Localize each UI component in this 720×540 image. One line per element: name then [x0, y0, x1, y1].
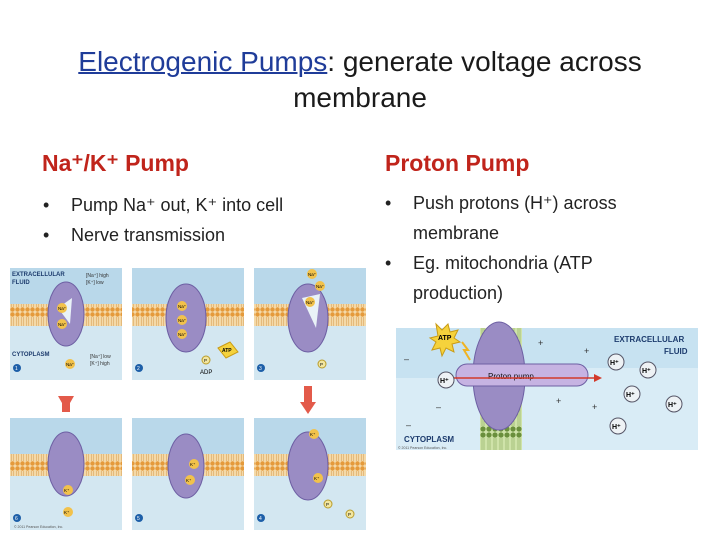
figure-credit: © 2011 Pearson Education, Inc. — [14, 525, 63, 529]
panel-2: Na⁺ Na⁺ Na⁺ ATP P ADP 2 — [132, 268, 244, 380]
extracellular-label: EXTRACELLULAR — [614, 335, 684, 344]
svg-text:–: – — [404, 354, 409, 364]
svg-text:4: 4 — [259, 516, 262, 522]
panel-1: EXTRACELLULAR FLUID [Na⁺] high [K⁺] low … — [10, 268, 122, 380]
svg-text:Na⁺: Na⁺ — [66, 362, 75, 367]
svg-text:Na⁺: Na⁺ — [316, 284, 325, 289]
proton-pump-heading: Proton Pump — [385, 150, 530, 176]
proton-pump-figure: Proton pump ATP EXTRACELLULAR FLUID H⁺ H… — [396, 318, 698, 455]
atp-label: ATP — [222, 348, 232, 354]
svg-text:Na⁺: Na⁺ — [58, 306, 67, 311]
svg-text:+: + — [592, 402, 597, 412]
panel-5: K⁺ K⁺ 5 — [132, 418, 244, 530]
svg-text:K⁺: K⁺ — [314, 476, 320, 481]
svg-text:+: + — [556, 396, 561, 406]
svg-text:H⁺: H⁺ — [642, 368, 651, 375]
proton-flow-arrow-icon — [594, 374, 602, 382]
svg-text:ATP: ATP — [438, 335, 452, 342]
bullet-item: Pump Na⁺ out, K⁺ into cell — [43, 190, 353, 220]
cytoplasm-label: CYTOPLASM — [12, 352, 50, 358]
svg-text:Na⁺: Na⁺ — [58, 322, 67, 327]
title-rest: : generate voltage across — [327, 46, 642, 77]
atp-burst: ATP — [428, 322, 471, 361]
svg-text:P: P — [326, 502, 329, 507]
bullet-item: Eg. mitochondria (ATP production) — [385, 248, 685, 308]
proton-pump-label: Proton pump — [488, 372, 534, 381]
na-k-bullets: Pump Na⁺ out, K⁺ into cell Nerve transmi… — [43, 190, 353, 250]
svg-text:H⁺: H⁺ — [610, 360, 619, 367]
svg-text:H⁺: H⁺ — [668, 402, 677, 409]
na-low-label: [Na⁺] low — [90, 354, 111, 360]
panel-4: K⁺ K⁺ P P 4 — [254, 418, 366, 530]
svg-text:Na⁺: Na⁺ — [178, 332, 187, 337]
bullet-item: Nerve transmission — [43, 220, 353, 250]
svg-text:P: P — [348, 512, 351, 517]
k-low-label: [K⁺] low — [86, 280, 104, 286]
panel-6: K⁺ K⁺ 6 — [10, 418, 122, 530]
svg-text:Na⁺: Na⁺ — [308, 272, 317, 277]
svg-text:K⁺: K⁺ — [64, 488, 70, 493]
slide-title: Electrogenic Pumps: generate voltage acr… — [40, 44, 680, 116]
svg-text:H⁺: H⁺ — [626, 392, 635, 399]
svg-text:+: + — [538, 338, 543, 348]
svg-text:Na⁺: Na⁺ — [178, 304, 187, 309]
svg-text:K⁺: K⁺ — [310, 432, 316, 437]
title-emphasis: Electrogenic Pumps — [78, 46, 328, 77]
svg-text:H⁺: H⁺ — [440, 378, 449, 385]
svg-text:3: 3 — [259, 366, 262, 372]
svg-text:K⁺: K⁺ — [190, 462, 196, 467]
svg-text:+: + — [584, 346, 589, 356]
svg-text:6: 6 — [15, 516, 18, 522]
sodium-potassium-pump-figure: EXTRACELLULAR FLUID [Na⁺] high [K⁺] low … — [10, 268, 366, 535]
svg-text:P: P — [204, 358, 207, 363]
svg-text:K⁺: K⁺ — [186, 478, 192, 483]
fluid-label: FLUID — [664, 347, 688, 356]
svg-text:K⁺: K⁺ — [64, 510, 70, 515]
svg-text:–: – — [406, 420, 411, 430]
cytoplasm-label: CYTOPLASM — [404, 435, 454, 444]
na-k-pump-heading: Na⁺/K⁺ Pump — [42, 150, 189, 176]
figure-credit: © 2011 Pearson Education, Inc. — [398, 446, 447, 450]
svg-text:P: P — [320, 362, 323, 367]
svg-text:–: – — [436, 402, 441, 412]
svg-text:H⁺: H⁺ — [612, 424, 621, 431]
na-high-label: [Na⁺] high — [86, 273, 109, 279]
extracellular-label: EXTRACELLULAR — [12, 272, 65, 278]
adp-label: ADP — [200, 370, 212, 376]
fluid-label: FLUID — [12, 280, 30, 286]
svg-text:Na⁺: Na⁺ — [178, 318, 187, 323]
title-line2: membrane — [293, 82, 427, 113]
bullet-item: Push protons (H⁺) across membrane — [385, 188, 685, 248]
proton-bullets: Push protons (H⁺) across membrane Eg. mi… — [385, 188, 685, 308]
k-high-label: [K⁺] high — [90, 361, 110, 367]
svg-text:5: 5 — [137, 516, 140, 522]
svg-text:1: 1 — [15, 366, 18, 372]
svg-text:2: 2 — [137, 366, 140, 372]
svg-text:Na⁺: Na⁺ — [306, 300, 315, 305]
panel-3: Na⁺ Na⁺ Na⁺ P 3 — [254, 268, 366, 380]
down-arrow-icon — [300, 402, 316, 414]
